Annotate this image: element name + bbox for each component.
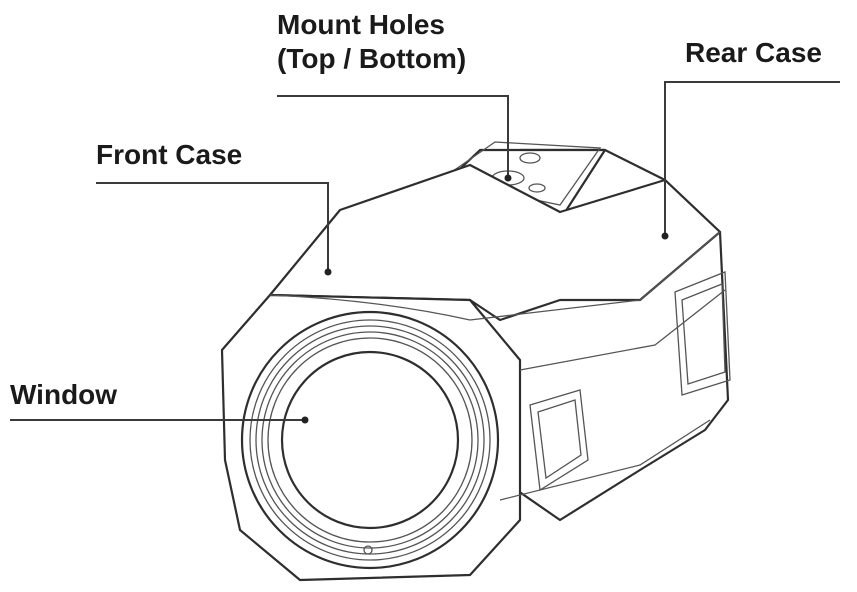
mount-hole-top bbox=[519, 152, 541, 164]
leader-mount-holes bbox=[277, 95, 509, 178]
leader-rear-case bbox=[664, 81, 840, 236]
leader-front-case bbox=[96, 182, 329, 272]
front-edge-line bbox=[269, 294, 471, 321]
label-front-case: Front Case bbox=[96, 139, 243, 170]
lens-ring-2 bbox=[249, 319, 491, 561]
lens-ring-4 bbox=[261, 331, 479, 549]
label-mount-holes: Mount Holes (Top / Bottom) bbox=[277, 8, 466, 76]
dot-front-case bbox=[324, 268, 332, 276]
side-edge-line bbox=[469, 231, 721, 321]
side-panel bbox=[529, 389, 589, 492]
label-mount-holes-line2: (Top / Bottom) bbox=[277, 43, 467, 74]
mount-hole-right bbox=[528, 183, 546, 193]
dot-window bbox=[301, 416, 309, 424]
rear-side-panel bbox=[674, 271, 731, 396]
label-window: Window bbox=[10, 379, 118, 410]
lens-indicator bbox=[363, 545, 373, 555]
label-mount-holes-line1: Mount Holes bbox=[277, 9, 445, 40]
label-rear-case: Rear Case bbox=[685, 37, 822, 68]
rear-side-panel-inner bbox=[681, 283, 726, 385]
side-edge-line-2 bbox=[519, 289, 726, 371]
side-edge-line-3 bbox=[499, 419, 711, 501]
lens-window bbox=[280, 350, 460, 530]
lens-ring-5 bbox=[267, 337, 473, 543]
dot-rear-case bbox=[661, 232, 669, 240]
dot-mount-holes bbox=[504, 174, 512, 182]
side-panel-inner bbox=[537, 399, 582, 480]
